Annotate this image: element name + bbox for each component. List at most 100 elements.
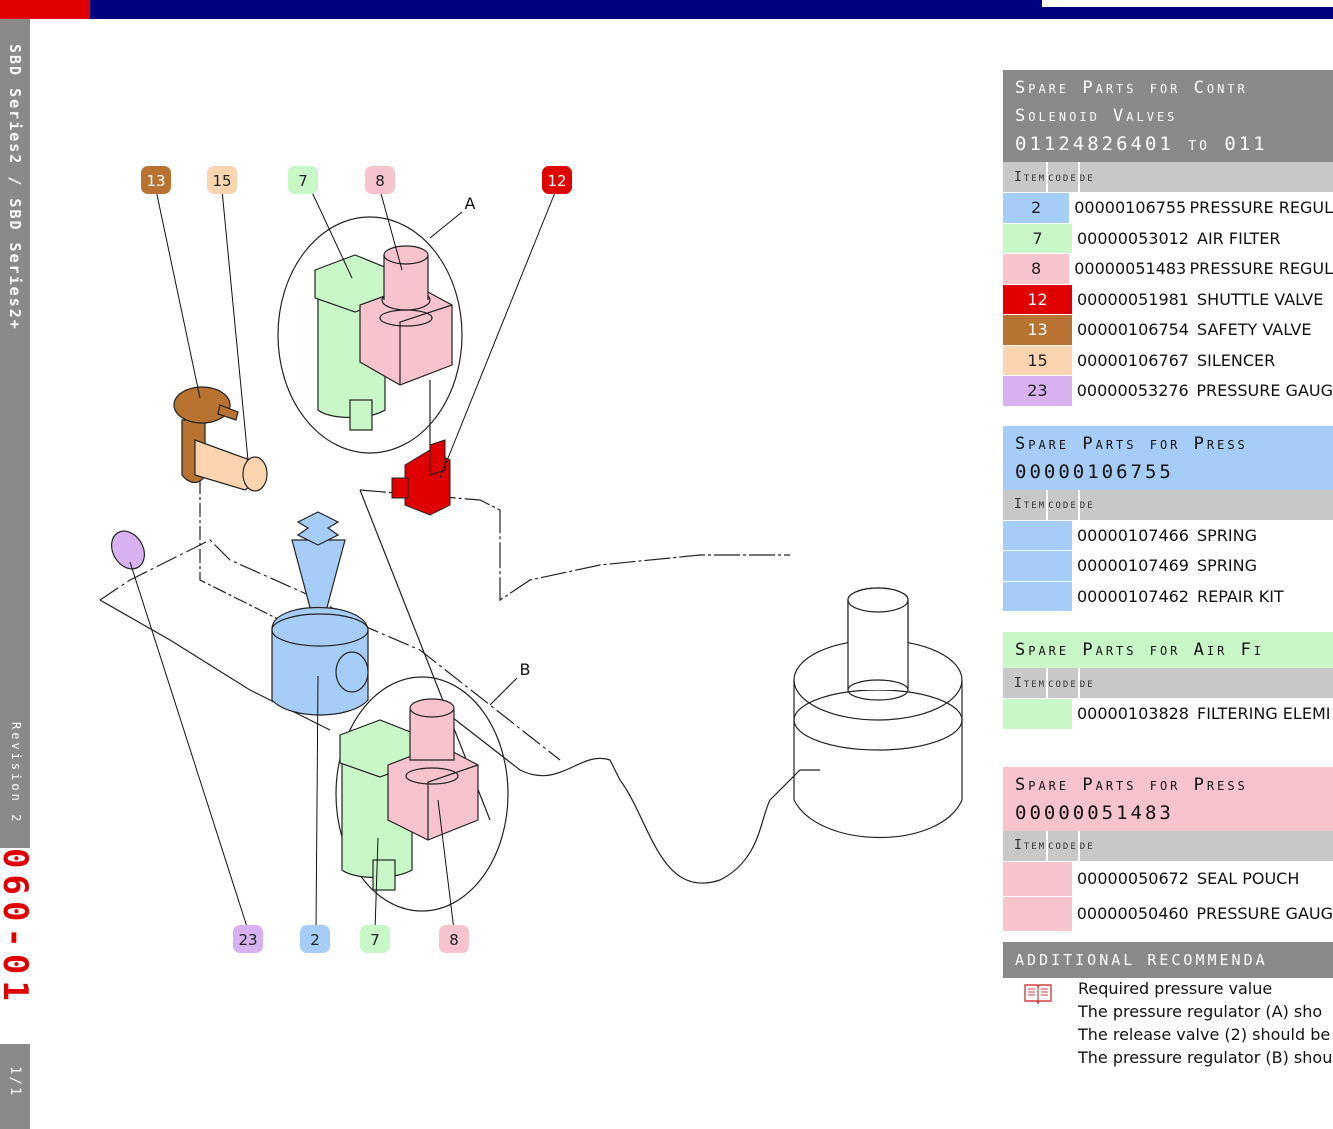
row-desc: SILENCER [1195, 345, 1333, 375]
top-bar-slot [1042, 0, 1333, 7]
col-code-label: code [1048, 675, 1078, 691]
row-item: 2 [1003, 193, 1070, 223]
callout-8-bottom: 8 [439, 925, 469, 953]
row-item [1003, 581, 1072, 611]
row-item [1003, 861, 1072, 896]
table-title-line: 00000051483 [1015, 801, 1174, 824]
svg-text:7: 7 [370, 931, 380, 949]
table-air-filter: Spare Parts for Air Fi Item code de 0000… [1003, 632, 1333, 729]
callout-12: 12 [542, 166, 572, 194]
row-code: 00000051981 [1072, 284, 1195, 314]
row-desc: FILTERING ELEMI [1195, 699, 1333, 729]
svg-text:23: 23 [238, 931, 257, 949]
note-line: The release valve (2) should be [1078, 1025, 1331, 1044]
row-code: 00000050460 [1071, 896, 1195, 931]
page-number: 1/1 [7, 1066, 23, 1098]
table-title-line: Solenoid Valves [1015, 106, 1178, 126]
row-item: 23 [1003, 376, 1072, 406]
col-code-label: code [1048, 497, 1078, 512]
col-item-label: Item [1014, 838, 1047, 853]
book-icon [1024, 984, 1052, 1004]
table-column-header: Item code de [1003, 668, 1333, 698]
table-title-line: Spare Parts for Air Fi [1015, 640, 1265, 660]
row-desc: AIR FILTER [1195, 223, 1333, 253]
callout-8-top: 8 [365, 166, 395, 194]
col-desc-label: de [1079, 497, 1095, 512]
group-label-a: A [465, 194, 476, 213]
doc-code-box [0, 848, 30, 1044]
row-desc: SHUTTLE VALVE [1195, 284, 1333, 314]
svg-text:15: 15 [212, 172, 231, 190]
row-code: 00000051483 [1069, 254, 1188, 284]
additional-recommendations: ADDITIONAL RECOMMENDA Required pressure … [1003, 942, 1333, 1129]
table-title: Spare Parts for Air Fi [1003, 632, 1333, 668]
row-code: 00000053012 [1072, 223, 1195, 253]
svg-text:8: 8 [449, 931, 459, 949]
row-desc: PRESSURE REGUL [1187, 254, 1333, 284]
svg-text:7: 7 [298, 172, 308, 190]
table-title-line: Spare Parts for Press [1015, 774, 1248, 795]
table-title-line: 01124826401 to 011 [1015, 133, 1268, 155]
notes-title: ADDITIONAL RECOMMENDA [1003, 942, 1333, 978]
row-code: 00000050672 [1072, 861, 1195, 896]
col-desc-label: de [1079, 675, 1095, 691]
callout-23: 23 [233, 925, 263, 953]
table-column-header: Item code de [1003, 489, 1333, 520]
callout-7-top: 7 [288, 166, 318, 194]
col-item-label: Item [1014, 497, 1047, 512]
note-line: The pressure regulator (A) sho [1078, 1002, 1323, 1021]
row-item [1003, 520, 1072, 550]
row-code: 00000106767 [1072, 345, 1195, 375]
row-code: 00000107462 [1072, 581, 1195, 611]
col-code-label: code [1048, 838, 1078, 853]
callout-7-bottom: 7 [360, 925, 390, 953]
table-main-title: Spare Parts for Contr Solenoid Valves 01… [1003, 70, 1333, 162]
row-item: 12 [1003, 284, 1072, 314]
sidebar-series: SBD Series2 / SBD Series2+ [6, 44, 24, 331]
col-desc-label: de [1079, 169, 1095, 185]
row-item [1003, 551, 1072, 581]
callout-2: 2 [300, 925, 330, 953]
row-item [1003, 699, 1072, 729]
col-item-label: Item [1014, 169, 1047, 185]
svg-text:2: 2 [310, 931, 320, 949]
row-code: 00000107466 [1072, 520, 1195, 550]
row-code: 00000107469 [1072, 551, 1195, 581]
row-item: 15 [1003, 345, 1072, 375]
row-desc: SPRING [1195, 520, 1333, 550]
row-code: 00000103828 [1072, 699, 1195, 729]
svg-text:13: 13 [146, 172, 165, 190]
row-item: 8 [1003, 254, 1070, 284]
row-desc: SEAL POUCH [1195, 861, 1333, 896]
row-code: 00000053276 [1071, 376, 1195, 406]
top-bar [90, 0, 1333, 19]
group-label-b: B [520, 660, 531, 679]
table-title: Spare Parts for Press 00000051483 [1003, 766, 1333, 831]
col-desc-label: de [1079, 838, 1095, 853]
svg-text:8: 8 [375, 172, 385, 190]
row-desc: PRESSURE GAUG [1194, 896, 1333, 931]
col-item-label: Item [1014, 675, 1047, 691]
row-desc: REPAIR KIT [1195, 581, 1333, 611]
row-desc: SAFETY VALVE [1195, 315, 1333, 345]
table-pressure-regulator-8: Spare Parts for Press 00000051483 Item c… [1003, 766, 1333, 931]
note-line: The pressure regulator (B) shou [1078, 1048, 1333, 1067]
col-code-label: code [1048, 169, 1078, 185]
row-item [1003, 896, 1072, 931]
top-bar-accent [0, 0, 90, 19]
table-title: Spare Parts for Press 00000106755 [1003, 425, 1333, 490]
table-title-line: 00000106755 [1015, 460, 1174, 483]
row-item: 13 [1003, 315, 1072, 345]
table-column-header: Item code de [1003, 830, 1333, 861]
table-title-line: Spare Parts for Press [1015, 433, 1248, 454]
